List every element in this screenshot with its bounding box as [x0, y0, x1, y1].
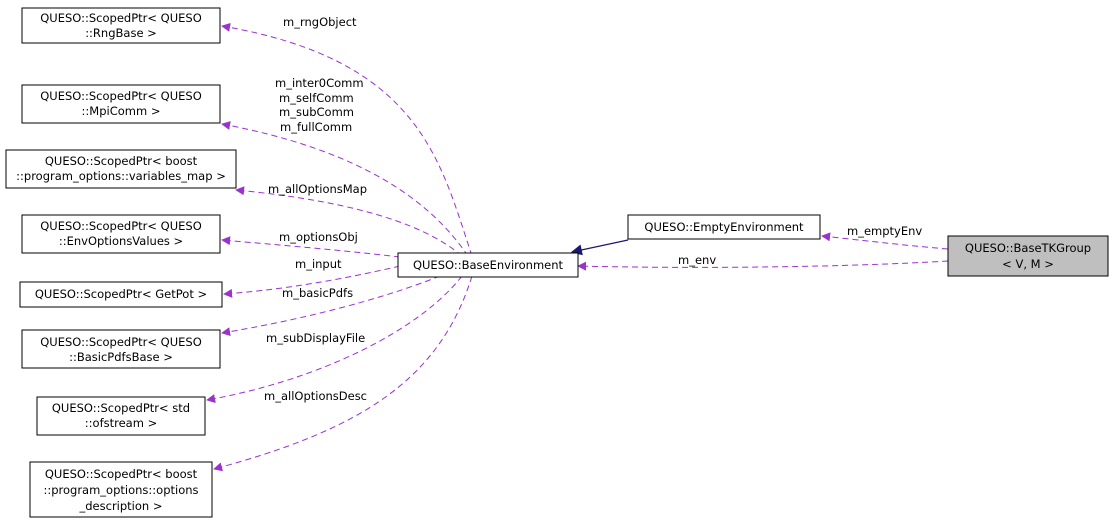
node-scopedptr-variables-map[interactable]: QUESO::ScopedPtr< boost ::program_option… [5, 149, 237, 189]
node-text-line: QUESO::BaseTKGroup [965, 241, 1091, 255]
edge-empty-env: m_emptyEnv [821, 224, 949, 250]
node-text-line: QUESO::ScopedPtr< QUESO [40, 89, 202, 103]
node-scopedptr-envoptionsvalues[interactable]: QUESO::ScopedPtr< QUESO ::EnvOptionsValu… [21, 214, 221, 254]
node-text-line: ::BasicPdfsBase > [69, 350, 173, 364]
edge-label-m-fullcomm: m_fullComm [280, 120, 352, 134]
edge-label-m-subdisplayfile: m_subDisplayFile [266, 331, 365, 345]
node-scopedptr-ofstream[interactable]: QUESO::ScopedPtr< std ::ofstream > [36, 396, 206, 436]
edge-label-m-inter0comm: m_inter0Comm [275, 76, 364, 90]
node-text-line: ::MpiComm > [82, 104, 161, 118]
node-base-tk-group[interactable]: QUESO::BaseTKGroup < V, M > [947, 235, 1109, 277]
node-text-line: QUESO::ScopedPtr< QUESO [40, 335, 202, 349]
node-text-line: QUESO::ScopedPtr< std [52, 401, 190, 415]
node-scopedptr-basicpdfsbase[interactable]: QUESO::ScopedPtr< QUESO ::BasicPdfsBase … [21, 329, 221, 369]
edge-mpi-comm: m_inter0Comm m_selfComm m_subComm m_full… [221, 76, 469, 257]
node-text-line: _description > [79, 499, 163, 513]
edge-label-m-basicpdfs: m_basicPdfs [282, 286, 353, 300]
node-text-line: QUESO::ScopedPtr< QUESO [40, 11, 202, 25]
node-text-line: QUESO::ScopedPtr< GetPot > [35, 287, 207, 301]
node-scopedptr-options-description[interactable]: QUESO::ScopedPtr< boost ::program_option… [29, 461, 213, 518]
edge-label-m-env: m_env [678, 253, 716, 267]
edge-basic-pdfs: m_basicPdfs [221, 275, 441, 337]
edge-label-m-selfcomm: m_selfComm [279, 91, 354, 105]
edge-label-m-optionsobj: m_optionsObj [279, 230, 358, 244]
node-text-line: ::ofstream > [85, 416, 157, 430]
node-text-line: QUESO::BaseEnvironment [413, 258, 564, 272]
node-text-line: QUESO::EmptyEnvironment [644, 220, 804, 234]
edge-label-m-alloptionsdesc: m_allOptionsDesc [264, 389, 367, 403]
edge-label-m-input: m_input [295, 257, 342, 271]
edge-options-obj: m_optionsObj [221, 230, 401, 258]
edge-label-m-emptyenv: m_emptyEnv [847, 224, 922, 238]
node-base-environment[interactable]: QUESO::BaseEnvironment [397, 252, 579, 278]
node-scopedptr-getpot[interactable]: QUESO::ScopedPtr< GetPot > [19, 281, 223, 308]
edge-env: m_env [577, 253, 949, 271]
edge-sub-display-file: m_subDisplayFile [206, 275, 463, 404]
node-text-line: ::RngBase > [85, 26, 157, 40]
edge-label-m-alloptionsmap: m_allOptionsMap [268, 182, 367, 196]
node-text-line: QUESO::ScopedPtr< QUESO [40, 219, 202, 233]
node-scopedptr-rngbase[interactable]: QUESO::ScopedPtr< QUESO ::RngBase > [21, 7, 221, 44]
node-text-line: < V, M > [1002, 257, 1054, 271]
edge-input: m_input [223, 257, 401, 298]
edge-all-options-map: m_allOptionsMap [235, 182, 463, 257]
node-text-line: ::program_options::options [43, 483, 198, 497]
node-empty-environment[interactable]: QUESO::EmptyEnvironment [627, 214, 821, 240]
edge-rng-object: m_rngObject [221, 15, 473, 257]
node-scopedptr-mpicomm[interactable]: QUESO::ScopedPtr< QUESO ::MpiComm > [21, 84, 221, 124]
node-text-line: ::EnvOptionsValues > [59, 234, 183, 248]
node-text-line: QUESO::ScopedPtr< boost [45, 467, 198, 481]
edge-label-m-subcomm: m_subComm [279, 105, 354, 119]
edge-inheritance [570, 239, 629, 256]
edge-label-m-rngobject: m_rngObject [283, 15, 357, 29]
edge-all-options-desc: m_allOptionsDesc [213, 275, 473, 472]
node-text-line: ::program_options::variables_map > [16, 169, 226, 183]
node-text-line: QUESO::ScopedPtr< boost [45, 154, 198, 168]
